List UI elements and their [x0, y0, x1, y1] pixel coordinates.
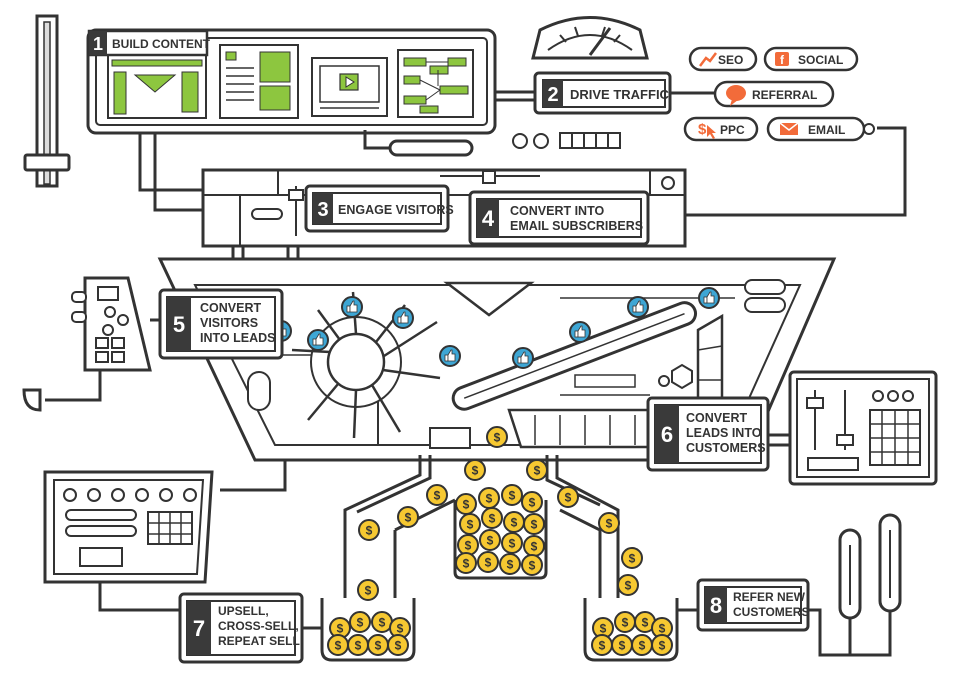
step-7-label: 7 UPSELL, CROSS-SELL, REPEAT SELL: [178, 592, 304, 664]
step-2-number: 2: [547, 84, 558, 106]
step-8-text-line1: REFER NEW: [733, 590, 806, 604]
bottom-left-monitor: [43, 470, 214, 584]
channel-referral: REFERRAL: [713, 80, 835, 108]
svg-text:SOCIAL: SOCIAL: [798, 53, 843, 67]
channel-seo: SEO: [688, 46, 758, 72]
gauge-decoration: [531, 16, 649, 60]
trend-chart-icon: [699, 52, 717, 67]
svg-text:EMAIL: EMAIL: [808, 123, 845, 137]
step-1-number: 1: [93, 34, 103, 54]
step-4-text-line1: CONVERT INTO: [510, 204, 604, 218]
speech-bubble-icon: [726, 85, 746, 101]
step-3-label: 3 ENGAGE VISITORS: [304, 184, 454, 233]
step-2-label: 2 DRIVE TRAFFIC: [533, 71, 672, 115]
step-5-number: 5: [173, 312, 185, 337]
step-7-text-line1: UPSELL,: [218, 604, 269, 618]
step-7-number: 7: [193, 616, 205, 641]
step-4-number: 4: [482, 206, 495, 231]
step-5-text-line3: INTO LEADS: [200, 331, 275, 345]
step-8-number: 8: [710, 593, 722, 618]
facebook-icon: [775, 52, 789, 66]
channel-social: f SOCIAL: [763, 46, 859, 72]
left-control-panel: [22, 276, 152, 412]
step-5-label: 5 CONVERT VISITORS INTO LEADS: [158, 288, 284, 360]
step-1-text: BUILD CONTENT: [112, 37, 211, 51]
bottom-right-handles: [838, 513, 902, 620]
svg-text:REFERRAL: REFERRAL: [752, 88, 817, 102]
step-6-number: 6: [661, 422, 673, 447]
step-4-label: 4 CONVERT INTO EMAIL SUBSCRIBERS: [468, 190, 650, 246]
step-6-text-line1: CONVERT: [686, 411, 747, 425]
svg-text:SEO: SEO: [718, 53, 743, 67]
svg-text:PPC: PPC: [720, 123, 745, 137]
dollar-cursor-icon: $: [698, 121, 707, 138]
step-6-text-line3: CUSTOMERS: [686, 441, 766, 455]
step-5-text-line2: VISITORS: [200, 316, 258, 330]
step-3-text: ENGAGE VISITORS: [338, 203, 454, 217]
svg-text:f: f: [780, 53, 785, 67]
channel-email: EMAIL: [766, 116, 875, 142]
step-6-label: 6 CONVERT LEADS INTO CUSTOMERS: [646, 396, 770, 472]
step-2-text: DRIVE TRAFFIC: [570, 87, 670, 102]
pill-slot: [388, 139, 474, 157]
step-6-text-line2: LEADS INTO: [686, 426, 762, 440]
step-7-text-line2: CROSS-SELL,: [218, 619, 299, 633]
vertical-slider-decoration: [23, 14, 71, 188]
channel-ppc: $ PPC: [683, 116, 759, 142]
step-8-label: 8 REFER NEW CUSTOMERS: [696, 578, 810, 632]
step-3-number: 3: [317, 199, 328, 221]
step-4-text-line2: EMAIL SUBSCRIBERS: [510, 219, 643, 233]
step-1-label: 1 BUILD CONTENT: [87, 29, 211, 57]
step-7-text-line3: REPEAT SELL: [218, 634, 300, 648]
indicator-lights: [512, 132, 621, 149]
right-control-panel: [788, 370, 938, 486]
step-5-text-line1: CONVERT: [200, 301, 261, 315]
step-8-text-line2: CUSTOMERS: [733, 605, 809, 619]
